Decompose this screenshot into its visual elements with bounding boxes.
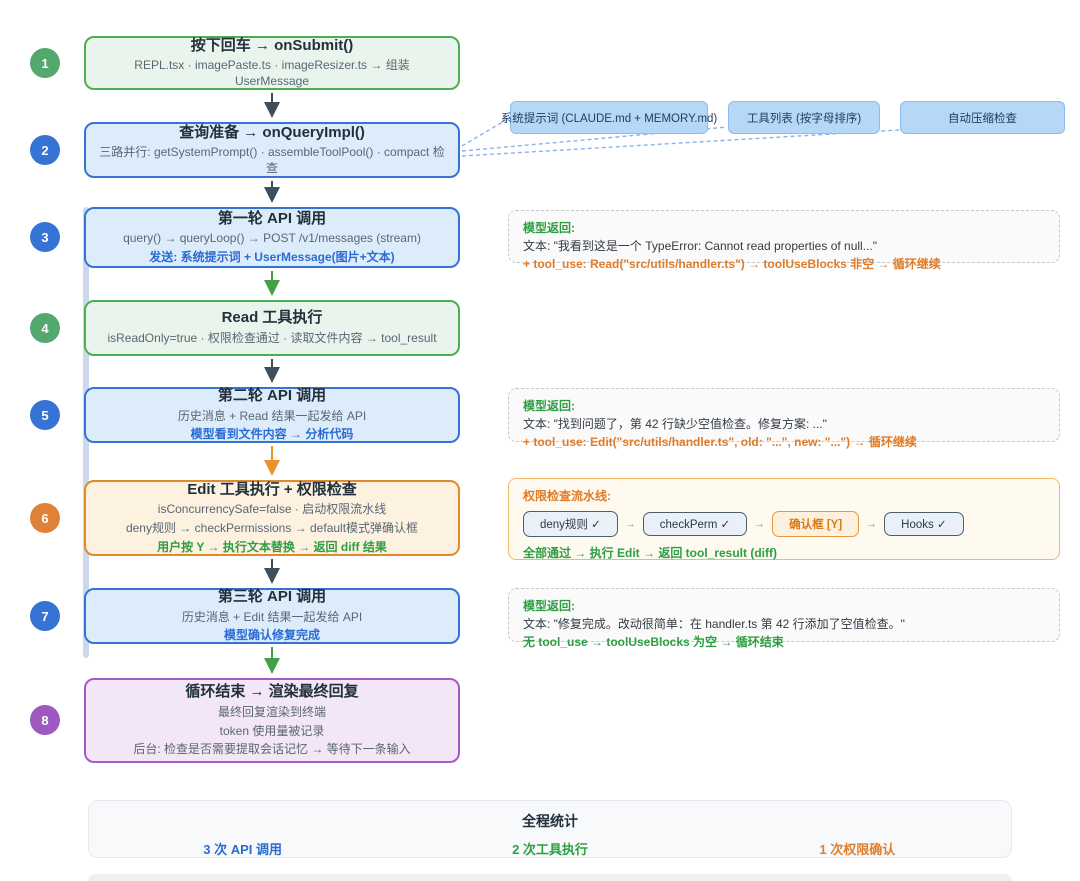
step-3-title: 第一轮 API 调用 [218,210,326,229]
annotation-round3-result: 无 tool_use → toolUseBlocks 为空 → 循环结束 [523,633,1045,651]
step-5-badge: 5 [30,400,60,430]
step-7-highlight: 模型确认修复完成 [224,628,320,644]
step-2-badge: 2 [30,135,60,165]
step-6-title: Edit 工具执行 + 权限检查 [187,481,357,500]
step-5-title: 第二轮 API 调用 [218,387,326,406]
pipeline-chip-checkperm: checkPerm ✓ [643,512,747,536]
annotation-round2-label: 模型返回: [523,397,1045,415]
step-8-detail-2: token 使用量被记录 [220,724,325,740]
stat-tool-runs: 2 次工具执行 [396,839,703,858]
permission-pipeline-label: 权限检查流水线: [523,487,1045,505]
step-3-highlight: 发送: 系统提示词 + UserMessage(图片+文本) [149,250,394,266]
pipeline-chip-hooks: Hooks ✓ [884,512,963,536]
step-5-box: 第二轮 API 调用 历史消息 + Read 结果一起发给 API 模型看到文件… [84,387,460,443]
step-6-box: Edit 工具执行 + 权限检查 isConcurrencySafe=false… [84,480,460,556]
step-8-title: 循环结束 → 渲染最终回复 [185,683,358,702]
annotation-round3-response: 模型返回: 文本: "修复完成。改动很简单：在 handler.ts 第 42 … [508,588,1060,642]
step-4-title: Read 工具执行 [222,309,323,328]
stat-api-calls: 3 次 API 调用 [89,839,396,858]
stats-title: 全程统计 [89,811,1011,831]
pipeline-chip-deny-rules: deny规则 ✓ [523,511,618,537]
parallel-chip-system-prompt: 系统提示词 (CLAUDE.md + MEMORY.md) [510,101,708,134]
step-3-detail: query() → queryLoop() → POST /v1/message… [123,231,421,247]
stat-permission-confirms: 1 次权限确认 [704,839,1011,858]
step-7-title: 第三轮 API 调用 [218,588,326,607]
pipeline-arrow-icon: → [625,518,636,530]
annotation-round3-label: 模型返回: [523,597,1045,615]
step-2-box: 查询准备 → onQueryImpl() 三路并行: getSystemProm… [84,122,460,178]
step-8-detail-3: 后台: 检查是否需要提取会话记忆 → 等待下一条输入 [133,742,410,758]
annotation-permission-pipeline: 权限检查流水线: deny规则 ✓ → checkPerm ✓ → 确认框 [Y… [508,478,1060,560]
step-7-box: 第三轮 API 调用 历史消息 + Edit 结果一起发给 API 模型确认修复… [84,588,460,644]
step-4-box: Read 工具执行 isReadOnly=true · 权限检查通过 · 读取文… [84,300,460,356]
permission-pipeline-row: deny规则 ✓ → checkPerm ✓ → 确认框 [Y] → Hooks… [523,511,1045,537]
step-2-title: 查询准备 → onQueryImpl() [179,124,365,143]
step-6-highlight: 用户按 Y → 执行文本替换 → 返回 diff 结果 [157,540,387,556]
annotation-round1-text: 文本: "我看到这是一个 TypeError: Cannot read prop… [523,237,1045,255]
next-card-edge [88,874,1012,881]
pipeline-arrow-icon: → [866,518,877,530]
step-6-badge: 6 [30,503,60,533]
step-2-detail: 三路并行: getSystemPrompt() · assembleToolPo… [96,145,448,176]
overall-stats-card: 全程统计 3 次 API 调用 2 次工具执行 1 次权限确认 [88,800,1012,858]
annotation-round1-label: 模型返回: [523,219,1045,237]
parallel-chip-auto-compact: 自动压缩检查 [900,101,1065,134]
step-5-detail: 历史消息 + Read 结果一起发给 API [178,409,366,425]
step-7-badge: 7 [30,601,60,631]
annotation-round1-response: 模型返回: 文本: "我看到这是一个 TypeError: Cannot rea… [508,210,1060,263]
step-4-badge: 4 [30,313,60,343]
step-1-detail: REPL.tsx · imagePaste.ts · imageResizer.… [96,58,448,89]
permission-pipeline-result: 全部通过 → 执行 Edit → 返回 tool_result (diff) [523,544,1045,562]
annotation-round2-response: 模型返回: 文本: "找到问题了，第 42 行缺少空值检查。修复方案: ..."… [508,388,1060,442]
annotation-round2-text: 文本: "找到问题了，第 42 行缺少空值检查。修复方案: ..." [523,415,1045,433]
annotation-round3-text: 文本: "修复完成。改动很简单：在 handler.ts 第 42 行添加了空值… [523,615,1045,633]
parallel-chip-tool-list: 工具列表 (按字母排序) [728,101,880,134]
step-3-box: 第一轮 API 调用 query() → queryLoop() → POST … [84,207,460,268]
step-6-detail-2: deny规则 → checkPermissions → default模式弹确认… [126,521,418,537]
annotation-round1-result: + tool_use: Read("src/utils/handler.ts")… [523,255,1045,273]
step-5-highlight: 模型看到文件内容 → 分析代码 [191,427,354,443]
step-7-detail: 历史消息 + Edit 结果一起发给 API [182,610,362,626]
step-3-badge: 3 [30,222,60,252]
step-8-box: 循环结束 → 渲染最终回复 最终回复渲染到终端 token 使用量被记录 后台:… [84,678,460,763]
step-1-box: 按下回车 → onSubmit() REPL.tsx · imagePaste.… [84,36,460,90]
step-8-badge: 8 [30,705,60,735]
step-6-detail-1: isConcurrencySafe=false · 启动权限流水线 [158,502,386,518]
step-1-title: 按下回车 → onSubmit() [191,37,353,56]
stats-row: 3 次 API 调用 2 次工具执行 1 次权限确认 [89,839,1011,858]
pipeline-chip-confirm-dialog: 确认框 [Y] [772,511,859,537]
annotation-round2-result: + tool_use: Edit("src/utils/handler.ts",… [523,433,1045,451]
step-1-badge: 1 [30,48,60,78]
step-4-detail: isReadOnly=true · 权限检查通过 · 读取文件内容 → tool… [107,331,436,347]
pipeline-arrow-icon: → [754,518,765,530]
step-8-detail-1: 最终回复渲染到终端 [218,705,326,721]
